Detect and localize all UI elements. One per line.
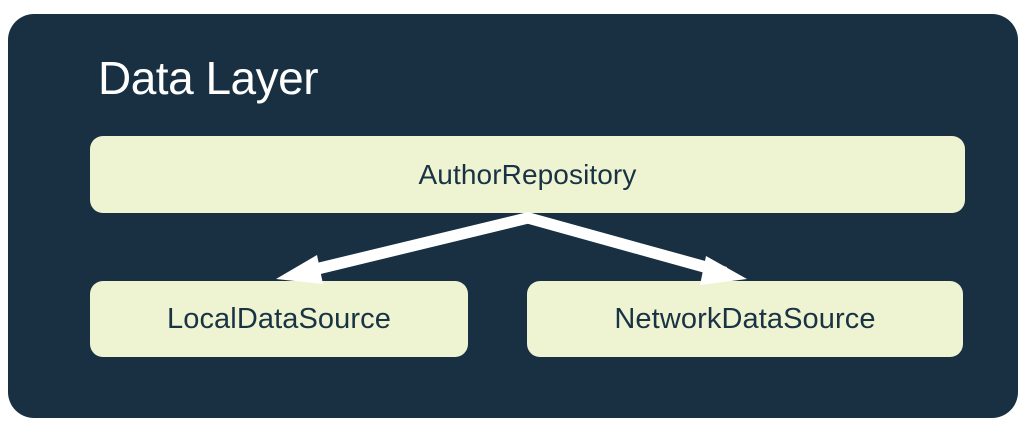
data-layer-panel: Data Layer (8, 14, 1018, 418)
node-network-data-source[interactable]: NetworkDataSource (527, 281, 963, 357)
node-author-repository-label: AuthorRepository (418, 158, 637, 190)
node-network-data-source-label: NetworkDataSource (614, 302, 876, 335)
node-local-data-source[interactable]: LocalDataSource (90, 281, 468, 357)
node-local-data-source-label: LocalDataSource (167, 302, 391, 335)
node-author-repository[interactable]: AuthorRepository (90, 136, 965, 213)
page-title: Data Layer (98, 52, 319, 104)
